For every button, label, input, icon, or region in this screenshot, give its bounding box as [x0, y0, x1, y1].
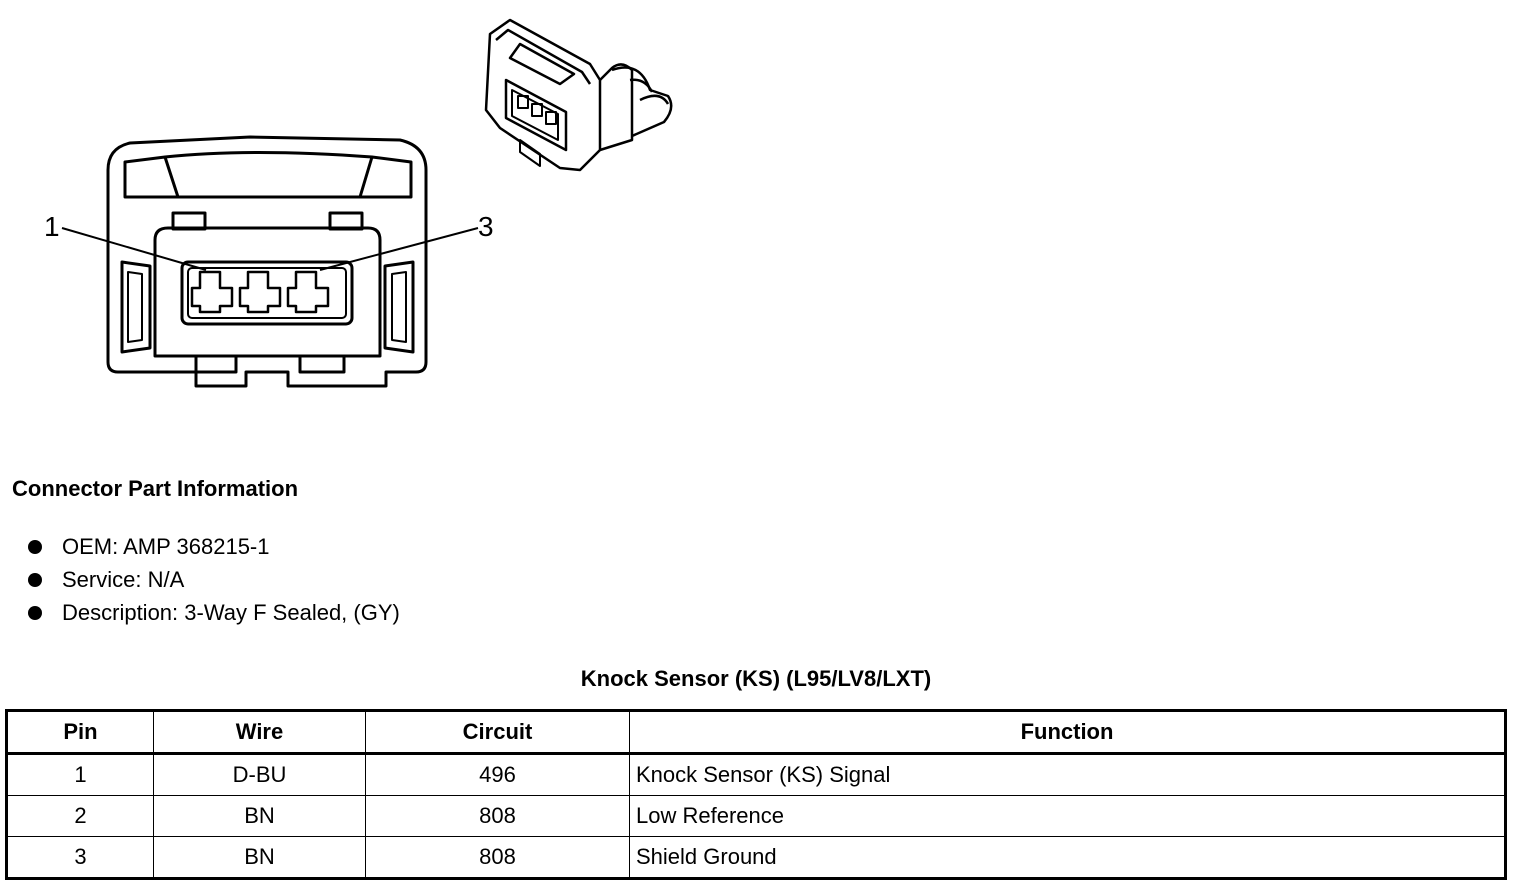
callout-pin-1: 1 — [44, 211, 60, 242]
cell-circuit: 808 — [365, 795, 630, 837]
service-text: Service: N/A — [62, 566, 185, 592]
connector-face-view — [61, 135, 479, 388]
cell-function: Low Reference — [629, 795, 1506, 837]
cell-wire: BN — [153, 795, 366, 837]
connector-diagram: 1 3 — [44, 18, 673, 388]
cell-function: Knock Sensor (KS) Signal — [629, 753, 1506, 796]
connector-isometric-view — [484, 18, 673, 172]
table-row: 3 BN 808 Shield Ground — [6, 836, 1506, 879]
header-function: Function — [629, 710, 1506, 755]
bullet-icon — [28, 605, 42, 620]
connector-info-title: Connector Part Information — [12, 476, 299, 501]
cell-wire: D-BU — [153, 753, 366, 796]
bullet-icon — [28, 539, 42, 554]
list-item: OEM: AMP 368215-1 — [28, 530, 400, 563]
header-circuit: Circuit — [365, 710, 630, 755]
cell-wire: BN — [153, 836, 366, 879]
description-text: Description: 3-Way F Sealed, (GY) — [62, 599, 400, 625]
table-row: 1 D-BU 496 Knock Sensor (KS) Signal — [6, 753, 1506, 796]
pin-table-title: Knock Sensor (KS) (L95/LV8/LXT) — [580, 666, 932, 691]
table-header-row: Pin Wire Circuit Function — [6, 710, 1506, 755]
header-pin: Pin — [6, 710, 154, 755]
cell-pin: 1 — [6, 753, 154, 796]
connector-info-list: OEM: AMP 368215-1 Service: N/A Descripti… — [28, 530, 400, 629]
cell-circuit: 808 — [365, 836, 630, 879]
oem-text: OEM: AMP 368215-1 — [62, 533, 270, 559]
header-wire: Wire — [153, 710, 366, 755]
table-row: 2 BN 808 Low Reference — [6, 795, 1506, 837]
cell-function: Shield Ground — [629, 836, 1506, 879]
cell-circuit: 496 — [365, 753, 630, 796]
list-item: Description: 3-Way F Sealed, (GY) — [28, 596, 400, 629]
callout-pin-3: 3 — [478, 211, 494, 242]
list-item: Service: N/A — [28, 563, 400, 596]
pin-table: Pin Wire Circuit Function 1 D-BU 496 Kno… — [5, 709, 1507, 880]
bullet-icon — [28, 572, 42, 587]
cell-pin: 2 — [6, 795, 154, 837]
cell-pin: 3 — [6, 836, 154, 879]
